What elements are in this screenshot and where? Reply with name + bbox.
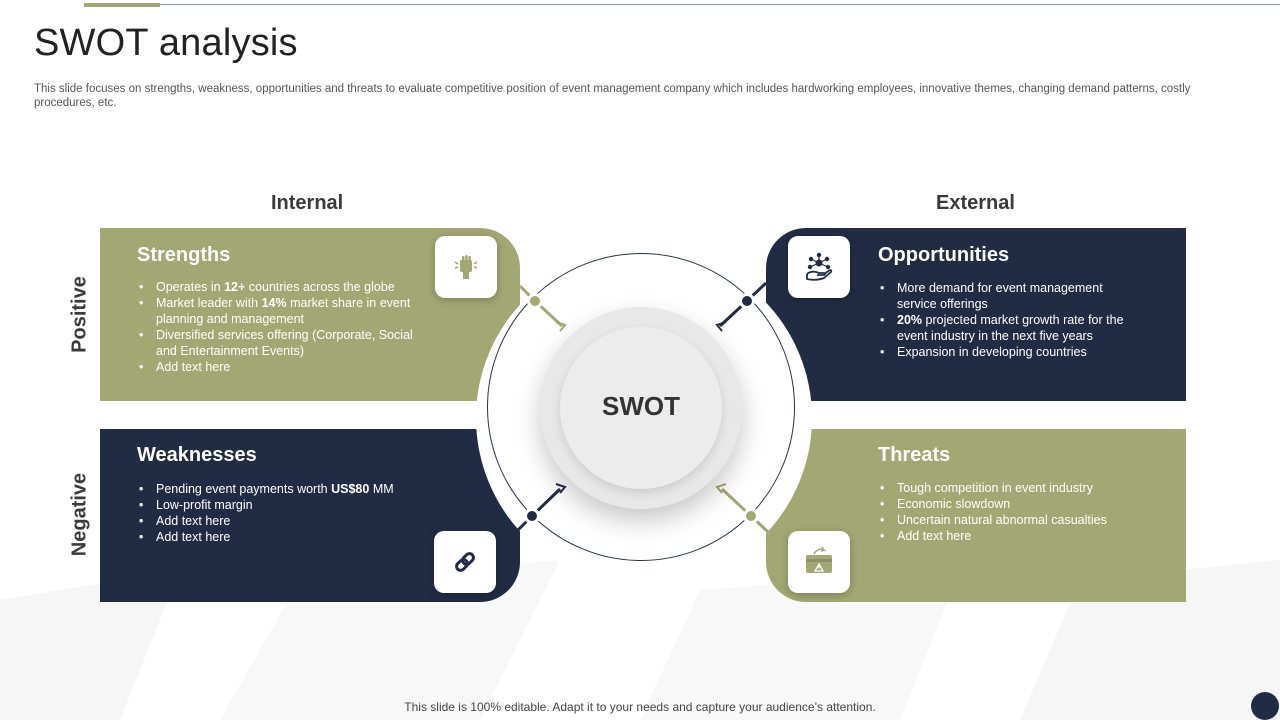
weaknesses-icon-box bbox=[434, 531, 496, 593]
strengths-icon-box bbox=[435, 236, 497, 298]
strengths-list: Operates in 12+ countries across the glo… bbox=[137, 279, 429, 375]
list-item: Operates in 12+ countries across the glo… bbox=[137, 279, 429, 295]
page-subtitle: This slide focuses on strengths, weaknes… bbox=[34, 83, 1191, 109]
connector-dot-threats bbox=[743, 508, 759, 524]
threats-heading: Threats bbox=[878, 444, 951, 466]
hand-network-icon bbox=[806, 252, 833, 281]
row-heading-negative: Negative bbox=[68, 472, 91, 557]
column-heading-internal: Internal bbox=[271, 192, 344, 214]
list-item: Expansion in developing countries bbox=[878, 344, 1140, 360]
list-item: Add text here bbox=[137, 513, 429, 529]
corner-decoration bbox=[1251, 692, 1279, 720]
top-rule bbox=[84, 4, 1280, 5]
column-heading-external: External bbox=[936, 192, 1015, 214]
card-alert-icon bbox=[806, 546, 832, 573]
weaknesses-list: Pending event payments worth US$80 MM Lo… bbox=[137, 481, 429, 545]
threats-icon-box bbox=[788, 531, 850, 593]
list-item: Economic slowdown bbox=[878, 496, 1140, 512]
list-item: Add text here bbox=[878, 528, 1140, 544]
list-item: Uncertain natural abnormal casualties bbox=[878, 512, 1140, 528]
strengths-heading: Strengths bbox=[137, 244, 231, 266]
page-title: SWOT analysis bbox=[34, 22, 298, 64]
opportunities-heading: Opportunities bbox=[878, 244, 1010, 266]
weaknesses-heading: Weaknesses bbox=[137, 444, 257, 466]
opportunities-list: More demand for event management service… bbox=[878, 280, 1140, 360]
list-item: Add text here bbox=[137, 529, 429, 545]
footer-note: This slide is 100% editable. Adapt it to… bbox=[404, 700, 876, 714]
center-circle bbox=[560, 327, 722, 489]
list-item: Pending event payments worth US$80 MM bbox=[137, 481, 429, 497]
broken-link-icon bbox=[455, 552, 475, 572]
list-item: More demand for event management service… bbox=[878, 280, 1140, 312]
list-item: Diversified services offering (Corporate… bbox=[137, 327, 429, 359]
opportunities-icon-box bbox=[788, 236, 850, 298]
center-label: SWOT bbox=[602, 391, 680, 421]
list-item: 20% projected market growth rate for the… bbox=[878, 312, 1140, 344]
row-heading-positive: Positive bbox=[68, 276, 91, 353]
list-item: Add text here bbox=[137, 359, 429, 375]
list-item: Tough competition in event industry bbox=[878, 480, 1140, 496]
center-ring bbox=[487, 253, 795, 561]
top-accent-bar bbox=[84, 3, 160, 7]
list-item: Low-profit margin bbox=[137, 497, 429, 513]
connector-dot-strengths bbox=[527, 293, 543, 309]
connector-dot-opportunities bbox=[739, 293, 755, 309]
list-item: Market leader with 14% market share in e… bbox=[137, 295, 429, 327]
threats-list: Tough competition in event industry Econ… bbox=[878, 480, 1140, 544]
connector-dot-weaknesses bbox=[524, 508, 540, 524]
raised-fist-icon bbox=[454, 255, 478, 279]
